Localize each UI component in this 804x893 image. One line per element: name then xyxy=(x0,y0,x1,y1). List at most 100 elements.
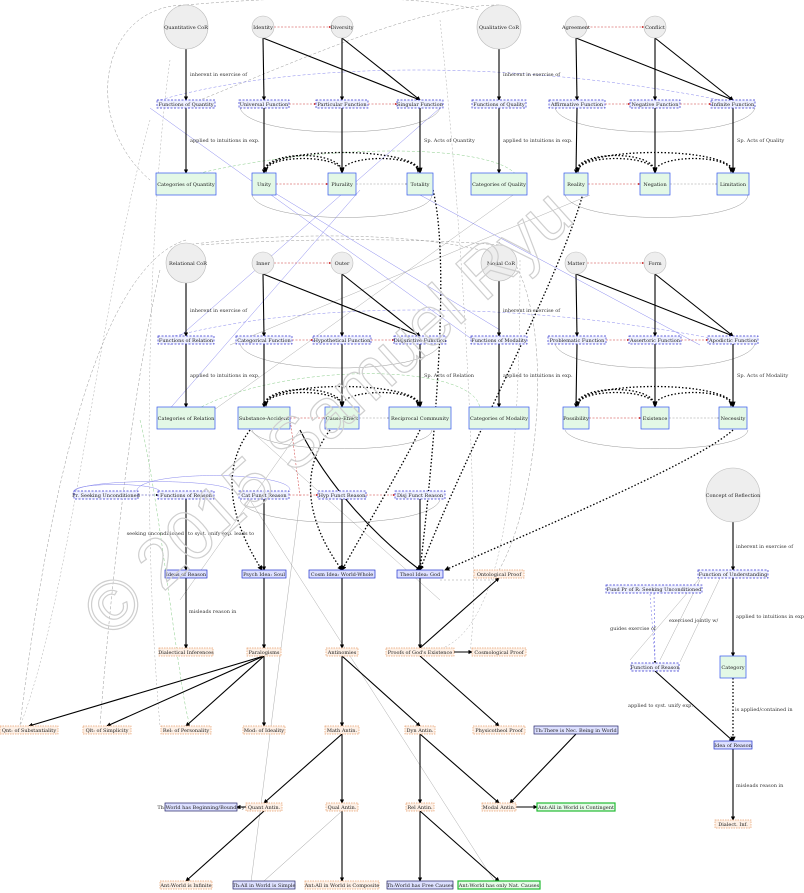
node-box xyxy=(388,406,452,430)
edge-label: guides exercise of xyxy=(610,626,657,632)
node-label: Cause-Effect xyxy=(326,416,358,422)
node-relational-cor: Relational CoR xyxy=(165,242,207,284)
node-qnt-of-substantiality: Qnt: of Substantiality xyxy=(0,725,59,735)
node-label: Qual Antin. xyxy=(328,805,357,811)
node-label: Apodictic Function xyxy=(708,338,758,344)
node-box xyxy=(396,99,444,109)
node-box xyxy=(481,802,517,812)
faint-edge xyxy=(239,499,441,523)
node-label: Conflict xyxy=(645,25,665,31)
node-box xyxy=(716,172,750,196)
faint-edge xyxy=(269,189,501,331)
edge xyxy=(261,273,267,337)
edge-label: applied to intuitions in exp. xyxy=(190,373,260,379)
node-box xyxy=(308,569,376,579)
node-label: Identity xyxy=(253,25,273,31)
dotted-edge xyxy=(575,151,736,173)
node-label: Affirmative Function xyxy=(550,102,604,108)
node-limitation: Limitation xyxy=(716,172,750,196)
dotted-edge xyxy=(417,189,442,571)
node-label: Categorical Function xyxy=(237,338,291,344)
node-label: Function of Understanding xyxy=(699,572,768,578)
node-ant-all-in-world-contingent: Ant:All in World is Contingent xyxy=(536,802,616,812)
node-ant-world-is-infinite: Ant:World is Infinite xyxy=(159,880,213,890)
node-label: Ant:All in World is Contingent xyxy=(537,805,614,811)
node-modal-cor: Modal CoR xyxy=(480,244,518,282)
faint-edge xyxy=(179,373,481,421)
node-label: Substance-Accident xyxy=(239,416,289,422)
node-hyp-funct-reason: Hyp Funct Reason xyxy=(317,490,367,500)
node-label: Rel: of Personality xyxy=(163,728,210,734)
node-label: Dialectical Inferences xyxy=(158,650,214,656)
node-label: Infinite Function xyxy=(712,102,755,108)
node-box xyxy=(714,819,752,829)
edge xyxy=(341,655,421,727)
edge-label: inherent in exercise of xyxy=(503,72,561,78)
edge-label: Sp. Acts of Relation xyxy=(424,373,475,379)
node-box xyxy=(457,880,541,890)
faint-edge xyxy=(107,4,187,181)
edge-label: exercised jointly w/ xyxy=(669,618,719,624)
node-label: Ontological Proof xyxy=(477,572,522,578)
node-label: Proofs of God's Existence xyxy=(388,650,453,656)
node-label: Functions of Reason xyxy=(160,493,212,499)
node-assertoric-function: Assertoric Function xyxy=(628,335,682,345)
node-label: Possibility xyxy=(563,416,589,422)
node-infinite-function: Infinite Function xyxy=(710,99,756,109)
node-label: Negation xyxy=(643,182,667,188)
node-quantitative-cor: Quantitative CoR xyxy=(163,4,209,50)
node-box xyxy=(0,725,59,735)
node-circle xyxy=(163,4,209,50)
node-circle xyxy=(165,242,207,284)
node-label: Universal Function xyxy=(240,102,289,108)
node-cosmological-proof: Cosmological Proof xyxy=(471,647,527,657)
node-label: Psych Idea: Soul xyxy=(243,572,285,578)
node-category: Category xyxy=(719,655,747,679)
edge-label: inherent in exercise of xyxy=(190,308,248,314)
edge-label: applied to intuitions in exp. xyxy=(503,138,573,144)
node-box xyxy=(325,802,359,812)
faint-edge xyxy=(649,593,656,661)
node-label: Modal CoR xyxy=(487,261,515,267)
edge-label: inherent in exercise of xyxy=(190,72,248,78)
node-reality: Reality xyxy=(563,172,589,196)
node-box xyxy=(156,406,216,430)
dotted-edge xyxy=(262,391,343,407)
node-box xyxy=(562,406,590,430)
node-disj-funct-reason: Disj Funct Reason xyxy=(394,490,446,500)
node-label: Math Antin. xyxy=(327,728,358,734)
node-ideas-of-reason: Ideas of Reason xyxy=(164,569,208,579)
node-agreement: Agreement xyxy=(561,15,590,39)
edge xyxy=(28,655,265,728)
edge xyxy=(509,733,577,804)
node-label: Idea of Reason xyxy=(714,743,752,749)
node-box xyxy=(235,335,293,345)
edge xyxy=(341,273,421,337)
faint-edge xyxy=(199,239,500,246)
faint-edge xyxy=(149,107,481,346)
node-label: Quant Antin. xyxy=(248,805,281,811)
node-label: Hypothetical Function xyxy=(314,338,371,344)
node-dialect-inf: Dialect. Inf. xyxy=(714,819,752,829)
edge xyxy=(574,37,580,101)
node-label: Totality xyxy=(411,182,430,188)
edge xyxy=(419,810,500,882)
edge xyxy=(654,37,734,101)
edge-label: inherent in exercise of xyxy=(503,308,561,314)
node-box xyxy=(82,725,132,735)
node-functions-of-quality: Functions of Quality xyxy=(471,99,527,109)
node-label: Dialect. Inf. xyxy=(718,822,748,828)
faint-edge xyxy=(239,107,441,133)
node-qualitative-cor: Qualitative CoR xyxy=(476,4,522,50)
faint-edge xyxy=(136,475,291,496)
node-label: Disjunctive Function xyxy=(394,338,447,344)
faint-edge xyxy=(159,69,721,101)
edge xyxy=(574,273,580,337)
node-rel-of-personality: Rel: of Personality xyxy=(160,725,212,735)
dotted-edge xyxy=(574,391,656,407)
node-affirmative-function: Affirmative Function xyxy=(548,99,606,109)
node-label: Matter xyxy=(567,261,585,267)
node-psych-idea-soul: Psych Idea: Soul xyxy=(241,569,287,579)
node-ant-world-has-only-nat-causes: Ant:World has only Nat. Causes xyxy=(457,880,541,890)
node-label: Inner xyxy=(256,261,270,267)
